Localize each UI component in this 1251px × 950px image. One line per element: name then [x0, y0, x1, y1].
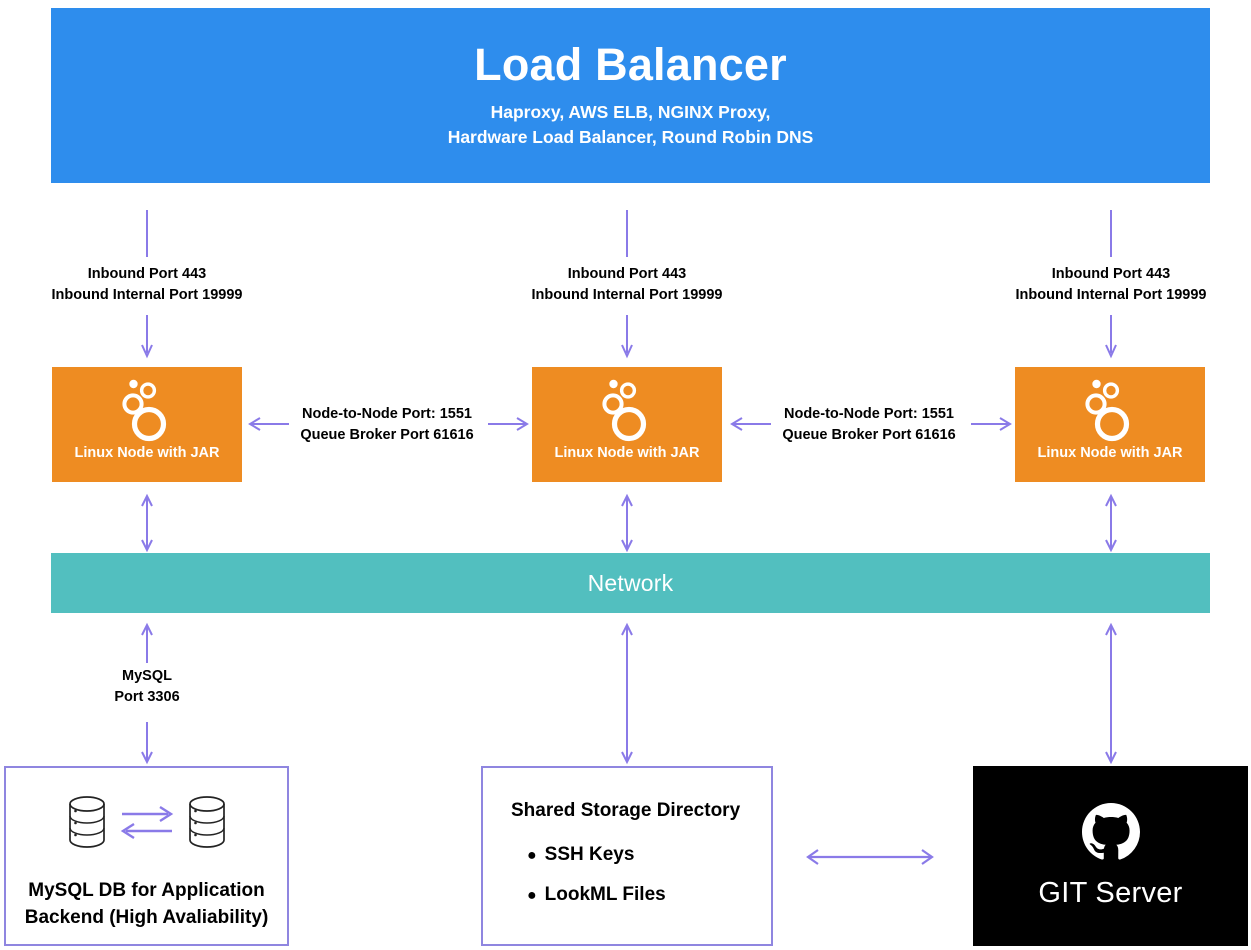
mysql-database-caption: MySQL DB for Application Backend (High A… — [6, 878, 287, 932]
load-balancer-subtitle-line1: Haproxy, AWS ELB, NGINX Proxy, — [490, 101, 771, 122]
linux-node-caption-3: Linux Node with JAR — [1037, 445, 1183, 461]
github-octocat-icon — [1081, 802, 1140, 860]
looker-logo-icon — [122, 379, 167, 442]
inbound-label-middle-line2: Inbound Internal Port 19999 — [531, 286, 723, 303]
replication-arrows-icon — [120, 805, 173, 840]
list-item-label: LookML Files — [544, 884, 666, 905]
node-to-network-connector-middle — [621, 493, 633, 553]
linux-node-caption-1: Linux Node with JAR — [74, 445, 220, 461]
lb-to-node-connector-middle — [621, 210, 633, 359]
shared-storage-list: ● SSH Keys ● LookML Files — [527, 844, 666, 924]
inbound-label-left-line1: Inbound Port 443 — [87, 266, 207, 282]
node-link-label-2: Node-to-Node Port: 1551 Queue Broker Por… — [774, 404, 964, 445]
network-to-database-connector — [141, 622, 153, 765]
node-link-label-2-line1: Node-to-Node Port: 1551 — [784, 406, 954, 422]
git-server-label: GIT Server — [1038, 876, 1183, 909]
node-to-network-connector-right — [1105, 493, 1117, 553]
inbound-label-left: Inbound Port 443 Inbound Internal Port 1… — [0, 264, 294, 305]
inbound-label-middle-line1: Inbound Port 443 — [567, 266, 687, 282]
network-label: Network — [587, 569, 674, 596]
inbound-label-middle: Inbound Port 443 Inbound Internal Port 1… — [480, 264, 774, 305]
lb-to-node-connector-right — [1105, 210, 1117, 359]
node-link-arrow-right-2 — [971, 417, 1012, 431]
bullet-icon: ● — [527, 887, 537, 904]
storage-to-git-connector — [806, 849, 934, 865]
linux-node-box-1: Linux Node with JAR — [52, 367, 242, 482]
node-link-label-1-line1: Node-to-Node Port: 1551 — [302, 406, 472, 422]
load-balancer-subtitle: Haproxy, AWS ELB, NGINX Proxy, Hardware … — [448, 100, 814, 151]
network-to-git-connector — [1105, 622, 1117, 765]
inbound-label-right-line2: Inbound Internal Port 19999 — [1015, 286, 1207, 303]
database-cylinder-icon — [188, 796, 225, 848]
shared-storage-title: Shared Storage Directory — [511, 800, 741, 821]
database-replication-group — [6, 794, 287, 850]
mysql-link-label: MySQL Port 3306 — [47, 666, 247, 707]
mysql-link-label-line1: MySQL — [122, 668, 172, 684]
node-link-arrow-right-1 — [488, 417, 529, 431]
network-to-storage-connector — [621, 622, 633, 765]
looker-logo-icon — [602, 379, 647, 442]
shared-storage-box: Shared Storage Directory ● SSH Keys ● Look… — [481, 766, 773, 946]
node-link-label-1-line2: Queue Broker Port 61616 — [300, 426, 474, 443]
node-link-label-1: Node-to-Node Port: 1551 Queue Broker Por… — [292, 404, 482, 445]
load-balancer-box: Load Balancer Haproxy, AWS ELB, NGINX Pr… — [51, 8, 1210, 183]
node-link-label-2-line2: Queue Broker Port 61616 — [782, 426, 956, 443]
load-balancer-title: Load Balancer — [474, 38, 787, 90]
git-server-box: GIT Server — [973, 766, 1248, 946]
mysql-database-caption-line2: Backend (High Avaliability) — [24, 906, 269, 928]
lb-to-node-connector-left — [141, 210, 153, 359]
inbound-label-left-line2: Inbound Internal Port 19999 — [51, 286, 243, 303]
looker-logo-icon — [1085, 379, 1130, 442]
mysql-database-caption-line1: MySQL DB for Application — [28, 880, 265, 901]
inbound-label-right-line1: Inbound Port 443 — [1051, 266, 1171, 282]
node-to-network-connector-left — [141, 493, 153, 553]
linux-node-box-3: Linux Node with JAR — [1015, 367, 1205, 482]
list-item: ● LookML Files — [527, 884, 666, 906]
inbound-label-right: Inbound Port 443 Inbound Internal Port 1… — [964, 264, 1251, 305]
network-bar: Network — [51, 553, 1210, 613]
bullet-icon: ● — [527, 847, 537, 864]
mysql-link-label-line2: Port 3306 — [114, 688, 180, 705]
linux-node-caption-2: Linux Node with JAR — [554, 445, 700, 461]
list-item: ● SSH Keys — [527, 844, 666, 866]
node-link-arrow-left-1 — [248, 417, 289, 431]
mysql-database-box: MySQL DB for Application Backend (High A… — [4, 766, 289, 946]
node-link-arrow-left-2 — [730, 417, 771, 431]
database-cylinder-icon — [68, 796, 105, 848]
linux-node-box-2: Linux Node with JAR — [532, 367, 722, 482]
load-balancer-subtitle-line2: Hardware Load Balancer, Round Robin DNS — [447, 127, 814, 148]
list-item-label: SSH Keys — [544, 844, 635, 865]
